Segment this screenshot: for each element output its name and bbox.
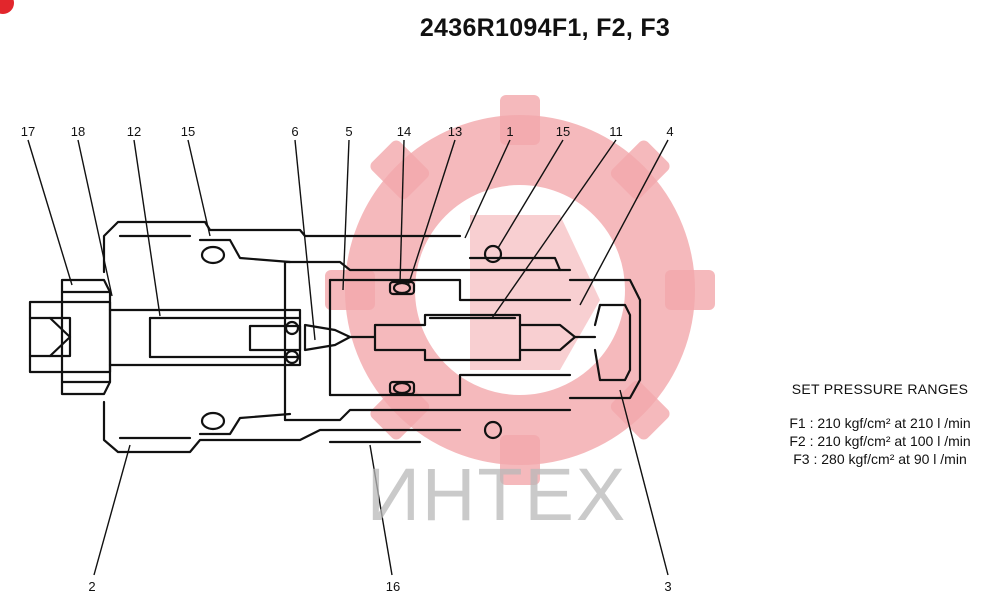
range-row-f1: F1 : 210 kgf/cm² at 210 l /min bbox=[789, 415, 971, 431]
corner-logo-mark bbox=[0, 0, 14, 14]
callout-2: 2 bbox=[88, 579, 95, 594]
watermark-gear-icon bbox=[325, 95, 715, 485]
callout-14: 14 bbox=[397, 124, 411, 139]
callout-numbers: 17 18 12 15 6 5 14 13 1 15 11 4 2 16 3 bbox=[21, 124, 674, 594]
callout-4: 4 bbox=[666, 124, 673, 139]
range-row-f2: F2 : 210 kgf/cm² at 100 l /min bbox=[789, 433, 971, 449]
callout-15-top: 15 bbox=[181, 124, 195, 139]
watermark-text: ИНТЕХ bbox=[367, 453, 628, 536]
callout-12: 12 bbox=[127, 124, 141, 139]
range-row-f3: F3 : 280 kgf/cm² at 90 l /min bbox=[793, 451, 967, 467]
callout-6: 6 bbox=[291, 124, 298, 139]
set-pressure-ranges: SET PRESSURE RANGES F1 : 210 kgf/cm² at … bbox=[760, 380, 1000, 468]
callout-18: 18 bbox=[71, 124, 85, 139]
callout-13: 13 bbox=[448, 124, 462, 139]
callout-3: 3 bbox=[664, 579, 671, 594]
callout-5: 5 bbox=[345, 124, 352, 139]
callout-17: 17 bbox=[21, 124, 35, 139]
leader-lines bbox=[27, 139, 669, 576]
callout-15-right: 15 bbox=[556, 124, 570, 139]
callout-1: 1 bbox=[506, 124, 513, 139]
callout-11: 11 bbox=[609, 124, 623, 139]
drawing-title: 2436R1094F1, F2, F3 bbox=[419, 14, 671, 42]
callout-16: 16 bbox=[386, 579, 400, 594]
ranges-heading: SET PRESSURE RANGES bbox=[791, 381, 969, 397]
